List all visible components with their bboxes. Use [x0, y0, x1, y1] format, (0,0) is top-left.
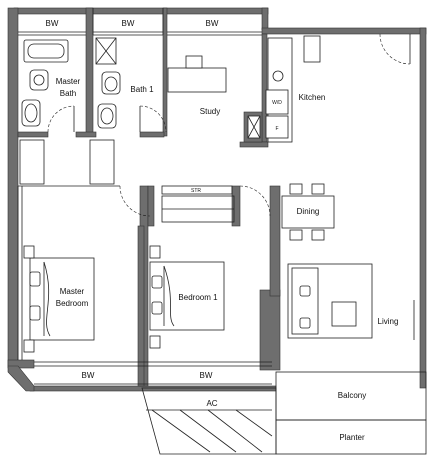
label-master-bath-2: Bath — [60, 89, 76, 98]
interior-walls — [17, 7, 281, 387]
label-wm: W/D — [272, 100, 282, 106]
living-furniture — [287, 263, 415, 340]
label-living: Living — [378, 317, 399, 326]
label-dining: Dining — [297, 207, 320, 216]
label-balcony: Balcony — [338, 391, 366, 400]
label-store: STR — [191, 188, 201, 194]
bedroom1-furniture — [149, 245, 225, 349]
label-bw-top-2: BW — [122, 19, 135, 28]
balcony-area — [141, 371, 427, 455]
study-desk — [167, 55, 227, 93]
label-fridge: F — [275, 126, 278, 132]
exterior-walls — [7, 7, 427, 392]
wardrobes — [161, 185, 235, 223]
label-bw-bottom-1: BW — [82, 371, 95, 380]
kitchen-fixtures — [243, 35, 321, 143]
bath1-fixtures — [95, 37, 121, 129]
label-bedroom1: Bedroom 1 — [178, 293, 218, 302]
label-master-bedroom-1: Master — [60, 287, 85, 296]
room-labels: BW BW BW Master Bath Bath 1 Study Kitche… — [46, 19, 399, 442]
label-master-bedroom-2: Bedroom — [56, 299, 89, 308]
label-kitchen: Kitchen — [299, 93, 326, 102]
label-bw-top-3: BW — [206, 19, 219, 28]
label-bw-bottom-2: BW — [200, 371, 213, 380]
master-bath-fixtures — [21, 39, 69, 127]
dining-table — [281, 183, 335, 241]
label-master-bath-1: Master — [56, 77, 81, 86]
label-bw-top-1: BW — [46, 19, 59, 28]
label-study: Study — [200, 107, 220, 116]
label-planter: Planter — [339, 433, 365, 442]
label-bath1: Bath 1 — [130, 85, 154, 94]
label-ac: AC — [206, 399, 217, 408]
door-swings — [47, 33, 411, 217]
master-bedroom-furniture — [23, 245, 95, 353]
